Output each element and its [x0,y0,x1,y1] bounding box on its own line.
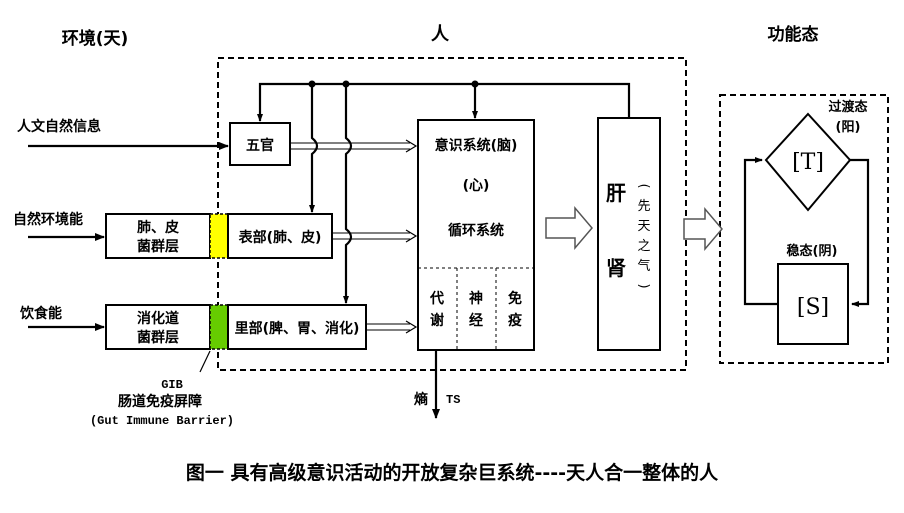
entropy-abbr: TS [446,393,460,407]
innate-qi-char: ) [636,283,651,288]
surface-box [227,213,333,259]
nerve-char-1: 神 [469,290,483,307]
steady-box [777,263,849,345]
input-label-env-energy: 自然环境能 [13,211,83,228]
metabolism-char-2: 谢 [430,312,444,329]
innate-qi-char: 之 [637,239,650,254]
header-environment: 环境(天) [62,28,129,49]
steady-state-label: [S] [797,295,829,320]
gib-cn: 肠道免疫屏障 [118,393,202,410]
feedback-bus [257,82,631,122]
interior-label: 里部(脾、胃、消化) [235,320,360,337]
cycle-arrow-right [850,158,870,307]
gut-barrier-band [209,304,229,350]
innate-qi-char: 天 [637,219,650,234]
wuguan-label: 五官 [246,137,274,154]
branch-to-surface [309,84,319,213]
hollow-arrow-to-function [683,206,723,252]
junction-dot [471,80,479,88]
gib-en: (Gut Immune Barrier) [90,414,234,428]
flow-arrow-interior [366,320,418,334]
transition-label: 过渡态 [828,99,867,115]
innate-qi-char: 先 [637,199,650,214]
steady-label: 稳态(阴) [787,243,838,259]
metabolism-char-1: 代 [429,290,444,307]
header-person: 人 [431,24,450,45]
heart-label: (心) [463,178,490,194]
gut-flora-label-1: 消化道 [137,310,179,327]
gib-pointer [199,350,211,373]
transition-diamond [764,112,852,212]
liver-kidney-box [597,117,661,351]
input-label-diet: 饮食能 [19,305,62,322]
cycle-arrow-left [743,157,778,306]
flow-arrow-surface [332,229,418,243]
liver-label: 肝 [606,181,626,205]
central-system-box [417,119,535,351]
wuguan-box [229,122,291,166]
lung-flora-label-1: 肺、皮 [137,219,179,236]
interior-box [227,304,367,350]
input-label-humanities: 人文自然信息 [17,118,101,135]
innate-qi-char: ( [636,183,651,188]
nerve-char-2: 经 [469,312,483,329]
innate-qi-char: 气 [637,258,650,274]
yang-label: (阳) [836,120,861,135]
immune-char-1: 免 [508,290,522,307]
immune-char-2: 疫 [508,312,522,329]
circulation-label: 循环系统 [448,222,504,239]
gib-abbr: GIB [161,378,183,392]
lung-flora-box [105,213,211,259]
lung-flora-label-2: 菌群层 [137,238,179,255]
lung-barrier-band [209,213,229,259]
header-functional-state: 功能态 [768,24,819,45]
functional-state-boundary [719,94,889,364]
hollow-arrow-to-liver [545,205,593,251]
transition-state-label: [T] [792,150,824,175]
flow-arrow-wuguan [290,139,418,153]
branch-to-interior [343,84,353,304]
gut-flora-label-2: 菌群层 [137,329,179,346]
consciousness-label: 意识系统(脑) [435,137,518,154]
surface-label: 表部(肺、皮) [238,229,322,246]
figure-caption: 图一 具有高级意识活动的开放复杂巨系统----天人合一整体的人 [186,461,719,484]
entropy-label: 熵 [413,391,428,408]
kidney-label: 肾 [606,256,626,280]
